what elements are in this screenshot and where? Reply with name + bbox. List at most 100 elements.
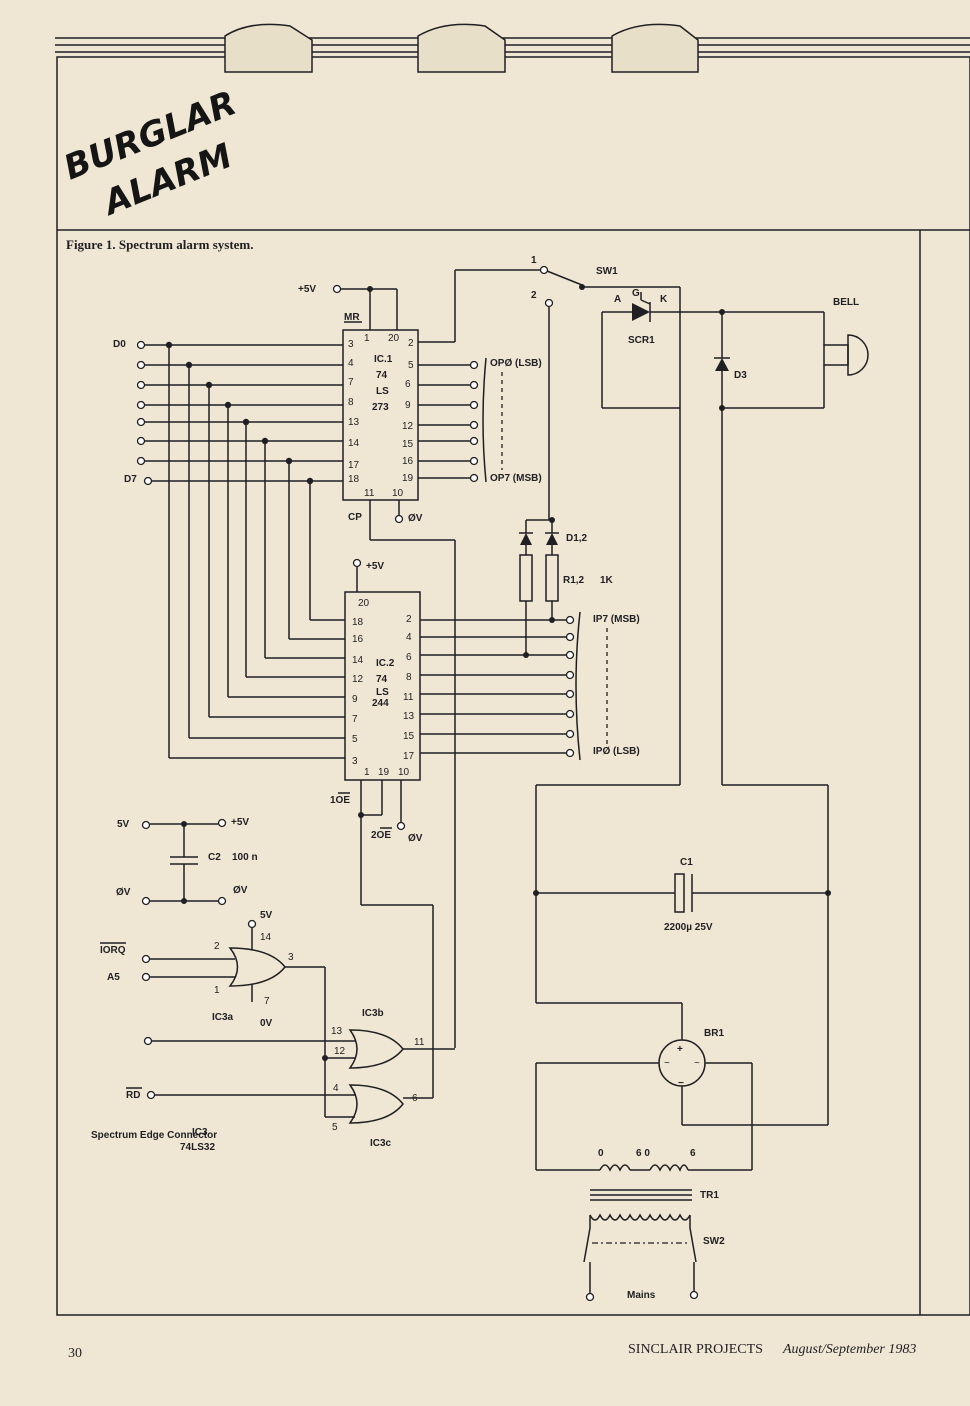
svg-text:19: 19: [378, 767, 390, 778]
svg-text:+: +: [677, 1044, 683, 1055]
ic1-74ls273: IC.1 74 LS 273 1 20 3 4 7 8 13 14 17 18 …: [342, 312, 423, 524]
scr1-thyristor: A G K SCR1: [601, 288, 824, 409]
svg-text:17: 17: [403, 751, 415, 762]
binder-rings: [224, 23, 699, 73]
svg-text:19: 19: [402, 473, 414, 484]
svg-text:11: 11: [414, 1037, 425, 1048]
oe2-label: 2OE: [371, 830, 391, 841]
svg-text:6: 6: [690, 1148, 696, 1159]
bell-label: BELL: [833, 297, 859, 308]
svg-text:12: 12: [334, 1046, 346, 1057]
svg-text:12: 12: [402, 421, 414, 432]
ic2-74ls244: IC.2 74 LS 244 20 18 16 14 12 9 7 5 3 2 …: [330, 558, 423, 844]
transformer-tr1: 0 6 0 6 TR1: [536, 1148, 752, 1228]
magazine-name: SINCLAIR PROJECTS: [628, 1342, 763, 1357]
svg-text:~: ~: [664, 1058, 670, 1069]
svg-text:9: 9: [352, 694, 358, 705]
svg-text:6: 6: [406, 652, 412, 663]
ic1-wiring: +5V: [298, 269, 540, 1048]
svg-text:13: 13: [348, 417, 360, 428]
c1-value: 2200µ 25V: [664, 922, 713, 933]
ip0-label: IPØ (LSB): [593, 746, 640, 757]
sw1-label: SW1: [596, 266, 618, 277]
ic2-gnd-label: ØV: [408, 833, 423, 844]
article-title: BURGLAR ALARM: [58, 83, 242, 224]
gate-ic3a: IORQ A5 2 1 14 3 7 5V 0V IC3a: [100, 910, 326, 1117]
ic2-wiring: IP7 (MSB) IPØ (LSB): [358, 611, 640, 1098]
d7-label: D7: [124, 474, 137, 485]
svg-text:1: 1: [531, 255, 537, 266]
svg-text:0: 0: [598, 1148, 604, 1159]
svg-text:1: 1: [214, 985, 220, 996]
ic1-gnd-label: ØV: [408, 513, 423, 524]
svg-text:17: 17: [348, 460, 360, 471]
page-number: 30: [68, 1346, 82, 1361]
svg-text:1: 1: [364, 767, 370, 778]
gate-ic3b: 13 12 11 IC3b: [143, 1008, 455, 1069]
ic3-info: IC3 74LS32 Spectrum Edge Connector: [91, 1127, 217, 1153]
cp-label: CP: [348, 512, 362, 523]
diode-d3: D3: [714, 309, 747, 785]
svg-text:20: 20: [388, 333, 400, 344]
sw2-label: SW2: [703, 1236, 725, 1247]
svg-text:IC3: IC3: [192, 1127, 208, 1138]
op7-label: OP7 (MSB): [490, 473, 542, 484]
svg-text:6 0: 6 0: [636, 1148, 650, 1159]
svg-text:7: 7: [264, 996, 270, 1007]
rd-label: RD: [126, 1090, 140, 1101]
svg-text:16: 16: [352, 634, 364, 645]
svg-text:4: 4: [348, 358, 354, 369]
svg-text:9: 9: [405, 400, 411, 411]
svg-text:7: 7: [348, 377, 354, 388]
svg-text:6: 6: [405, 379, 411, 390]
page-frame: [55, 37, 970, 1316]
data-bus: D0 D7: [113, 339, 345, 759]
svg-text:10: 10: [392, 488, 404, 499]
svg-text:74: 74: [376, 674, 388, 685]
r12-value: 1K: [600, 575, 614, 586]
svg-text:3: 3: [348, 339, 354, 350]
svg-text:16: 16: [402, 456, 414, 467]
br1-label: BR1: [704, 1028, 724, 1039]
plus5v-out-label: +5V: [231, 817, 249, 828]
plus5v-label: +5V: [298, 284, 316, 295]
mains-label: Mains: [627, 1290, 656, 1301]
svg-text:12: 12: [352, 674, 364, 685]
c1-label: C1: [680, 857, 693, 868]
svg-text:LS: LS: [376, 386, 389, 397]
svg-text:3: 3: [352, 756, 358, 767]
svg-text:244: 244: [372, 698, 389, 709]
svg-text:74LS32: 74LS32: [180, 1142, 215, 1153]
svg-text:11: 11: [364, 488, 375, 499]
diodes-d1-d2: D1,2: [519, 517, 588, 555]
issue-date: August/September 1983: [782, 1342, 916, 1357]
svg-text:10: 10: [398, 767, 410, 778]
svg-text:5: 5: [352, 734, 358, 745]
scr1-label: SCR1: [628, 335, 655, 346]
svg-text:2: 2: [214, 941, 220, 952]
svg-text:74: 74: [376, 370, 388, 381]
c2-label: C2: [208, 852, 221, 863]
oe1-label: 1OE: [330, 795, 350, 806]
svg-text:4: 4: [333, 1083, 339, 1094]
svg-text:14: 14: [352, 655, 364, 666]
ip7-label: IP7 (MSB): [593, 614, 640, 625]
ic3-0v-label: 0V: [260, 1018, 273, 1029]
switch-sw1: 1 2 SW1: [531, 255, 681, 785]
ic3c-label: IC3c: [370, 1138, 392, 1149]
svg-text:2: 2: [531, 290, 537, 301]
svg-text:7: 7: [352, 714, 358, 725]
zero-v-label: ØV: [116, 887, 131, 898]
svg-text:1: 1: [364, 333, 370, 344]
svg-text:18: 18: [348, 474, 360, 485]
svg-text:14: 14: [348, 438, 360, 449]
switch-sw2: SW2 Mains: [583, 1227, 725, 1302]
mr-label: MR: [344, 312, 360, 323]
svg-text:3: 3: [288, 952, 294, 963]
svg-text:K: K: [660, 294, 668, 305]
r12-label: R1,2: [563, 575, 585, 586]
c2-value: 100 n: [232, 852, 258, 863]
ic1-outputs: OPØ (LSB) OP7 (MSB): [418, 357, 542, 484]
